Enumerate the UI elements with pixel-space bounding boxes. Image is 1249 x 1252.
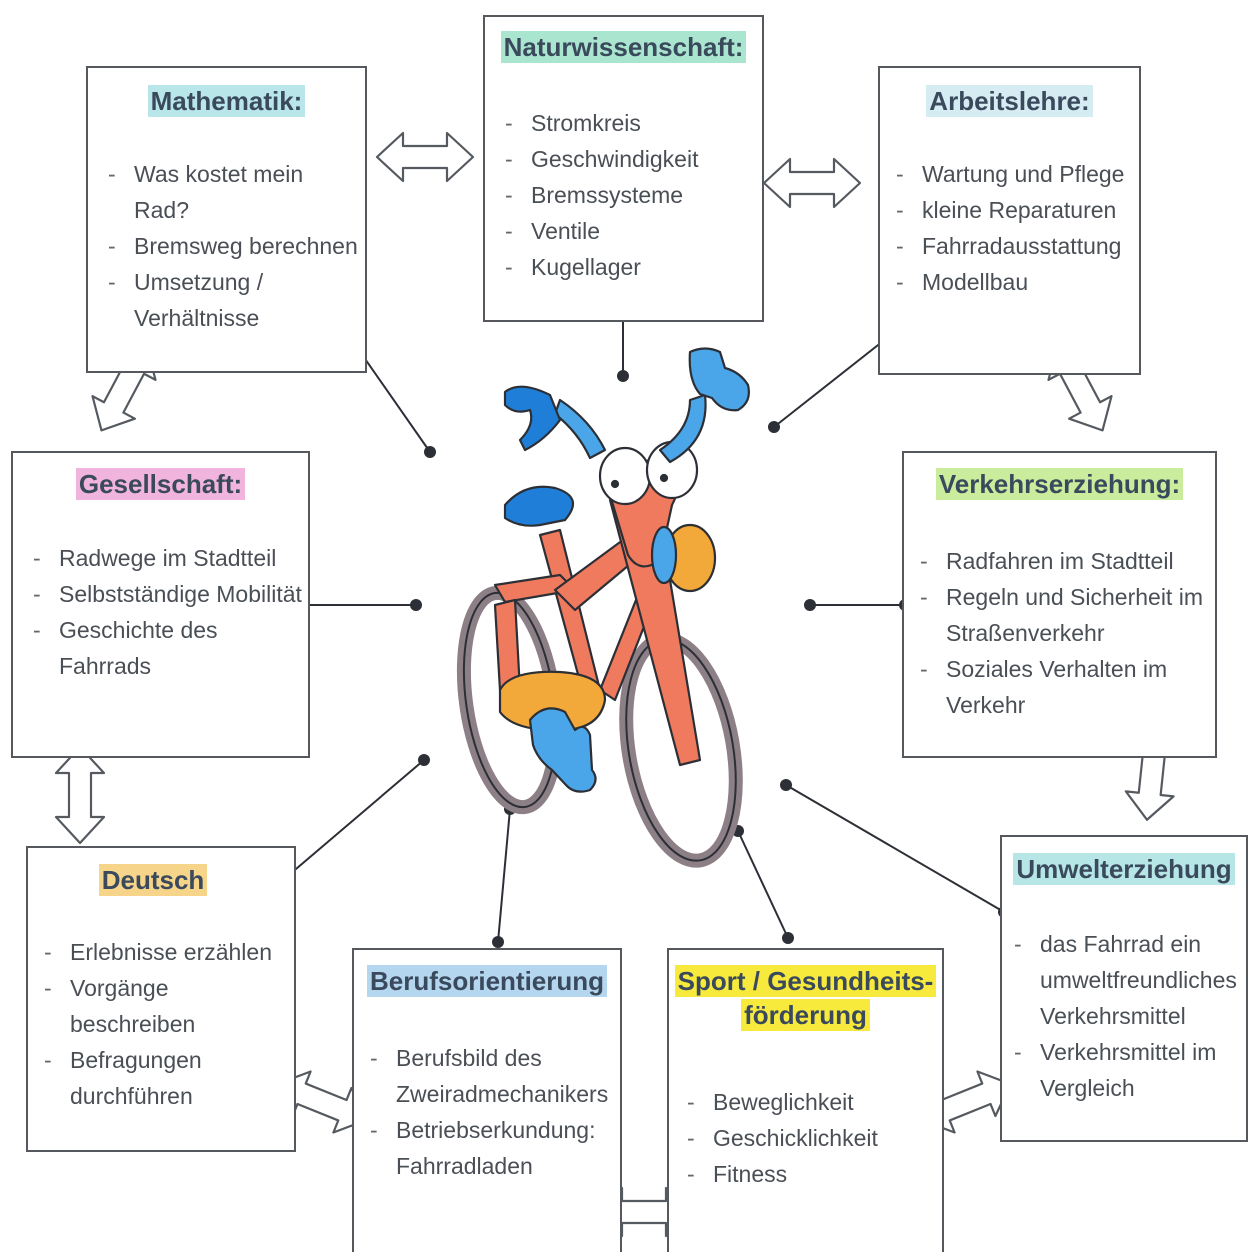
arbeitslehre-title: Arbeitslehre: xyxy=(880,84,1139,118)
double-arrow-icon xyxy=(54,745,106,845)
list-item: Ventile xyxy=(505,213,760,249)
mathematik-box: Mathematik: Was kostet mein Rad? Bremswe… xyxy=(86,66,367,373)
list-item: Modellbau xyxy=(896,264,1140,300)
umwelterziehung-list: das Fahrrad ein umweltfreundliches Verke… xyxy=(1014,926,1246,1106)
list-item: Geschichte des Fahrrads xyxy=(33,612,219,684)
naturwissenschaft-title-label: Naturwissenschaft: xyxy=(500,31,747,63)
naturwissenschaft-title: Naturwissenschaft: xyxy=(485,30,762,64)
arbeitslehre-box: Arbeitslehre: Wartung und Pflege kleine … xyxy=(878,66,1141,375)
sport-box: Sport / Gesundheits- förderung Beweglich… xyxy=(667,948,944,1252)
mathematik-title: Mathematik: xyxy=(88,84,365,118)
sport-title-line1: Sport / Gesundheits- xyxy=(674,965,937,997)
sport-title-line2: förderung xyxy=(741,999,870,1031)
berufsorientierung-box: Berufsorientierung Berufsbild des Zweira… xyxy=(352,948,622,1252)
umwelterziehung-title-label: Umwelterziehung xyxy=(1013,853,1235,885)
verkehrserziehung-box: Verkehrserziehung: Radfahren im Stadttei… xyxy=(902,451,1217,758)
list-item: Berufsbild des Zweiradmechanikers xyxy=(370,1040,620,1112)
double-arrow-icon xyxy=(762,157,862,209)
list-item: Vorgänge beschreiben xyxy=(44,970,210,1042)
berufsorientierung-title-label: Berufsorientierung xyxy=(366,965,608,997)
umwelterziehung-box: Umwelterziehung das Fahrrad ein umweltfr… xyxy=(1000,835,1248,1142)
mathematik-list: Was kostet mein Rad? Bremsweg berechnen … xyxy=(108,156,363,336)
list-item: Betriebserkundung: Fahrradladen xyxy=(370,1112,596,1184)
list-item: Geschwindigkeit xyxy=(505,141,760,177)
gesellschaft-box: Gesellschaft: Radwege im Stadtteil Selbs… xyxy=(11,451,310,758)
list-item: Erlebnisse erzählen xyxy=(44,934,284,970)
gesellschaft-title-label: Gesellschaft: xyxy=(75,468,246,500)
verkehrserziehung-list: Radfahren im Stadtteil Regeln und Sicher… xyxy=(920,543,1212,723)
list-item: Verkehrsmittel im Vergleich xyxy=(1014,1034,1230,1106)
mathematik-title-label: Mathematik: xyxy=(147,85,306,117)
berufsorientierung-list: Berufsbild des Zweiradmechanikers Betrie… xyxy=(370,1040,620,1184)
list-item: Selbstständige Mobilität xyxy=(33,576,311,612)
list-item: Was kostet mein Rad? xyxy=(108,156,363,228)
arbeitslehre-title-label: Arbeitslehre: xyxy=(926,85,1093,117)
double-arrow-icon xyxy=(375,131,475,183)
list-item: Bremssysteme xyxy=(505,177,760,213)
deutsch-list: Erlebnisse erzählen Vorgänge beschreiben… xyxy=(44,934,284,1114)
verkehrserziehung-title: Verkehrserziehung: xyxy=(904,467,1215,501)
verkehrserziehung-title-label: Verkehrserziehung: xyxy=(935,468,1184,500)
naturwissenschaft-list: Stromkreis Geschwindigkeit Bremssysteme … xyxy=(505,105,760,285)
deutsch-title: Deutsch xyxy=(18,863,288,897)
list-item: Kugellager xyxy=(505,249,760,285)
list-item: kleine Reparaturen xyxy=(896,192,1140,228)
sport-list: Beweglichkeit Geschicklichkeit Fitness xyxy=(687,1084,937,1192)
list-item: Stromkreis xyxy=(505,105,760,141)
list-item: Fitness xyxy=(687,1156,937,1192)
list-item: Soziales Verhalten im Verkehr xyxy=(920,651,1206,723)
list-item: das Fahrrad ein umweltfreundliches Verke… xyxy=(1014,926,1246,1034)
gesellschaft-list: Radwege im Stadtteil Selbstständige Mobi… xyxy=(33,540,311,684)
deutsch-box: Deutsch Erlebnisse erzählen Vorgänge bes… xyxy=(26,846,296,1152)
sport-title: Sport / Gesundheits- förderung xyxy=(669,964,942,1032)
gesellschaft-title: Gesellschaft: xyxy=(13,467,308,501)
deutsch-title-label: Deutsch xyxy=(98,864,208,896)
list-item: Geschicklichkeit xyxy=(687,1120,937,1156)
list-item: Wartung und Pflege xyxy=(896,156,1140,192)
list-item: Umsetzung / Verhältnisse xyxy=(108,264,284,336)
list-item: Bremsweg berechnen xyxy=(108,228,363,264)
berufsorientierung-title: Berufsorientierung xyxy=(354,964,620,998)
list-item: Regeln und Sicherheit im Straßenverkehr xyxy=(920,579,1212,651)
arbeitslehre-list: Wartung und Pflege kleine Reparaturen Fa… xyxy=(896,156,1140,300)
list-item: Radwege im Stadtteil xyxy=(33,540,311,576)
list-item: Radfahren im Stadtteil xyxy=(920,543,1212,579)
list-item: Fahrradausstattung xyxy=(896,228,1140,264)
list-item: Befragungen durchführen xyxy=(44,1042,220,1114)
bicycle-cartoon-icon xyxy=(456,347,750,868)
list-item: Beweglichkeit xyxy=(687,1084,937,1120)
umwelterziehung-title: Umwelterziehung xyxy=(1002,852,1246,886)
naturwissenschaft-box: Naturwissenschaft: Stromkreis Geschwindi… xyxy=(483,15,764,322)
